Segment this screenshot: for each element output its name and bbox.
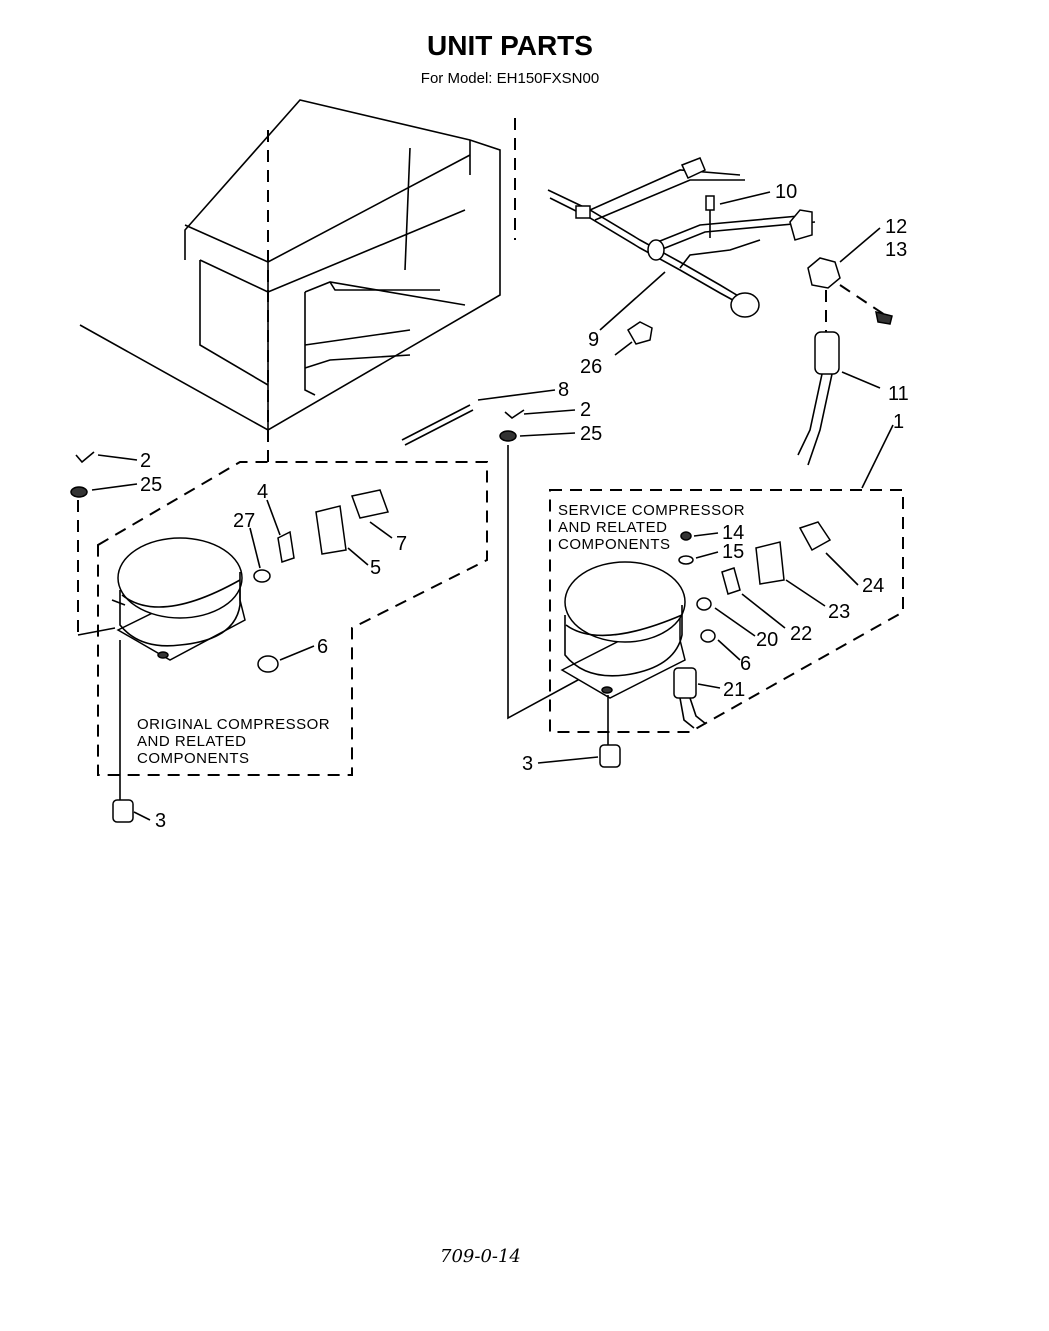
- relay-part-4: [277, 530, 295, 563]
- original-compressor-box: [97, 461, 488, 776]
- callout-3-right: 3: [522, 753, 533, 775]
- callout-5: 5: [370, 557, 381, 579]
- callout-1: 1: [893, 411, 904, 433]
- harness-grommet: [647, 239, 665, 261]
- callout-23: 23: [828, 601, 850, 623]
- callout-20: 20: [756, 629, 778, 651]
- callout-14: 14: [722, 522, 744, 544]
- callout-7: 7: [396, 533, 407, 555]
- cover-part-7: [351, 489, 389, 519]
- screw-part-14: [680, 531, 692, 541]
- callout-12: 12: [885, 216, 907, 238]
- callout-27: 27: [233, 510, 255, 532]
- relay-cover-part-5: [315, 505, 347, 555]
- footer-code: 709-0-14: [440, 1246, 521, 1267]
- callout-11: 11: [888, 383, 909, 405]
- callout-9: 9: [588, 329, 599, 351]
- clamp-part-12: [807, 257, 893, 325]
- original-caption-line-3: COMPONENTS: [137, 750, 250, 767]
- callout-labels: 10 12 13 9 26 11 8 2 25 1 2 25 4 27 7 5 …: [140, 181, 909, 832]
- service-caption-line-1: SERVICE COMPRESSOR: [558, 502, 745, 519]
- service-caption-line-3: COMPONENTS: [558, 536, 671, 553]
- relay-part-22: [721, 567, 741, 595]
- callout-22: 22: [790, 623, 812, 645]
- callout-15: 15: [722, 541, 744, 563]
- capacitor-part-11: [797, 290, 840, 466]
- callout-13: 13: [885, 239, 907, 261]
- harness-terminal: [680, 157, 706, 180]
- callout-26: 26: [580, 356, 602, 378]
- overload-part-6-left: [257, 655, 279, 673]
- screw-part-10: [705, 195, 715, 238]
- callout-10: 10: [775, 181, 797, 203]
- service-compressor: [560, 561, 686, 699]
- right-clip-part-2: [504, 409, 525, 420]
- original-caption-line-2: AND RELATED: [137, 733, 246, 750]
- relay-cover-part-23: [755, 541, 785, 585]
- terminal-part-20: [696, 597, 712, 611]
- capacitor-part-21: [673, 667, 707, 729]
- page-title: UNIT PARTS: [427, 30, 593, 61]
- cover-part-24: [798, 521, 832, 552]
- screw-part-13: [875, 310, 893, 325]
- original-box-caption: ORIGINAL COMPRESSOR AND RELATED COMPONEN…: [137, 716, 330, 767]
- mount-part-3-right: [599, 744, 621, 768]
- callout-21: 21: [723, 679, 745, 701]
- leader-lines: [91, 191, 894, 821]
- wire-harness: [547, 157, 816, 318]
- callout-3-left: 3: [155, 810, 166, 832]
- model-subtitle: For Model: EH150FXSN00: [420, 70, 600, 87]
- callout-4: 4: [257, 481, 268, 503]
- harness-plug: [730, 292, 760, 318]
- cabinet-outline: [79, 99, 516, 470]
- callout-25-left: 25: [140, 474, 162, 496]
- mount-part-3-left: [112, 799, 134, 823]
- overload-part-6-right: [700, 629, 716, 643]
- callout-2-left: 2: [140, 450, 151, 472]
- clip-part-26: [627, 321, 653, 345]
- drier-part-8: [401, 404, 471, 441]
- left-grommet-part-25: [70, 486, 88, 498]
- callout-25-right: 25: [580, 423, 602, 445]
- original-compressor: [111, 537, 246, 661]
- right-grommet-part-25: [499, 430, 517, 442]
- callout-6-right: 6: [740, 653, 751, 675]
- original-caption-line-1: ORIGINAL COMPRESSOR: [137, 716, 330, 733]
- service-caption-line-2: AND RELATED: [558, 519, 667, 536]
- callout-8: 8: [558, 379, 569, 401]
- service-box-caption: SERVICE COMPRESSOR AND RELATED COMPONENT…: [558, 502, 745, 553]
- left-clip-part-2: [75, 451, 95, 464]
- callout-2-right: 2: [580, 399, 591, 421]
- callout-6-left: 6: [317, 636, 328, 658]
- washer-part-15: [678, 555, 694, 565]
- terminal-part-27: [253, 569, 271, 583]
- callout-24: 24: [862, 575, 884, 597]
- harness-connector: [575, 205, 591, 219]
- harness-end-plug: [789, 209, 813, 241]
